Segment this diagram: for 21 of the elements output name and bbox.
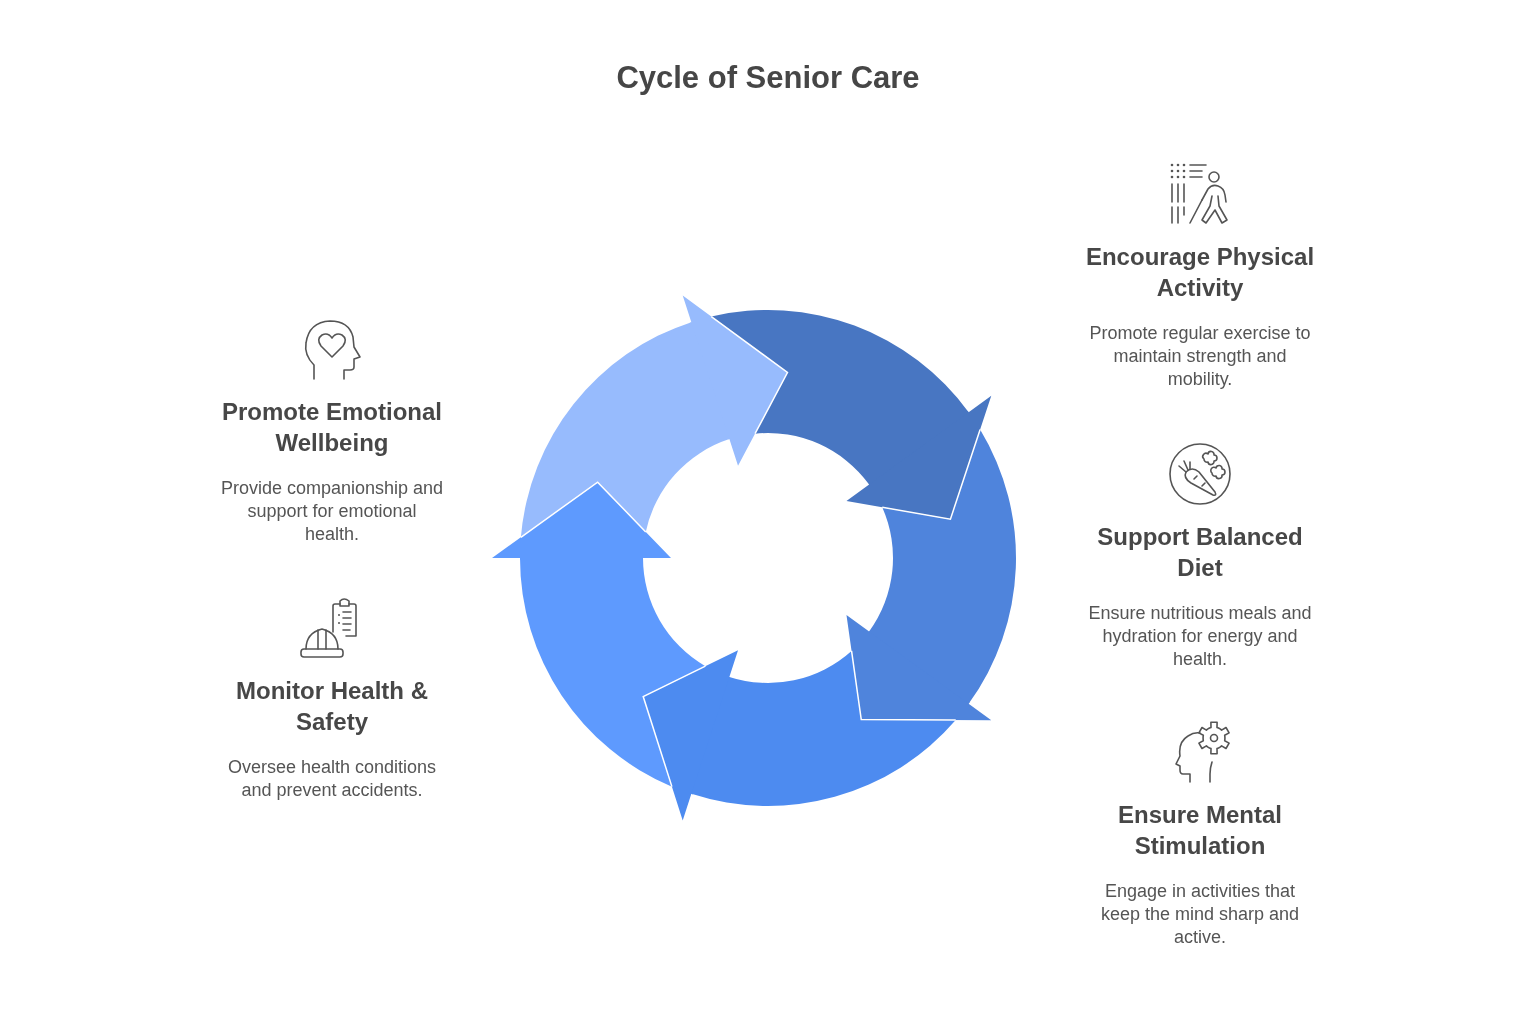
curved-band	[691, 650, 957, 806]
curved-band	[520, 558, 707, 788]
curved-band	[869, 428, 1016, 704]
step-heading: Promote Emotional Wellbeing	[221, 397, 443, 458]
arrowhead	[682, 295, 788, 466]
step-description: Ensure nutritious meals and hydration for energy and health.	[1087, 602, 1313, 671]
arrowhead	[846, 615, 992, 721]
arrowhead	[643, 650, 739, 821]
step-description: Promote regular exercise to maintain strength and mobility.	[1088, 322, 1312, 391]
curved-band	[520, 322, 730, 538]
arrowhead	[492, 482, 671, 560]
step-description: Engage in activities that keep the mind sharp and active.	[1099, 880, 1301, 949]
step-heading: Support Balanced Diet	[1096, 522, 1304, 583]
step-heading: Ensure Mental Stimulation	[1116, 800, 1283, 861]
curved-band	[710, 310, 969, 485]
arrowhead	[846, 395, 992, 520]
step-description: Provide companionship and support for emotional health.	[219, 477, 445, 546]
diagram-title: Cycle of Senior Care	[616, 59, 920, 97]
step-description: Oversee health conditions and prevent accidents.	[226, 756, 438, 802]
step-heading: Monitor Health & Safety	[235, 676, 429, 737]
step-heading: Encourage Physical Activity	[1084, 242, 1316, 303]
